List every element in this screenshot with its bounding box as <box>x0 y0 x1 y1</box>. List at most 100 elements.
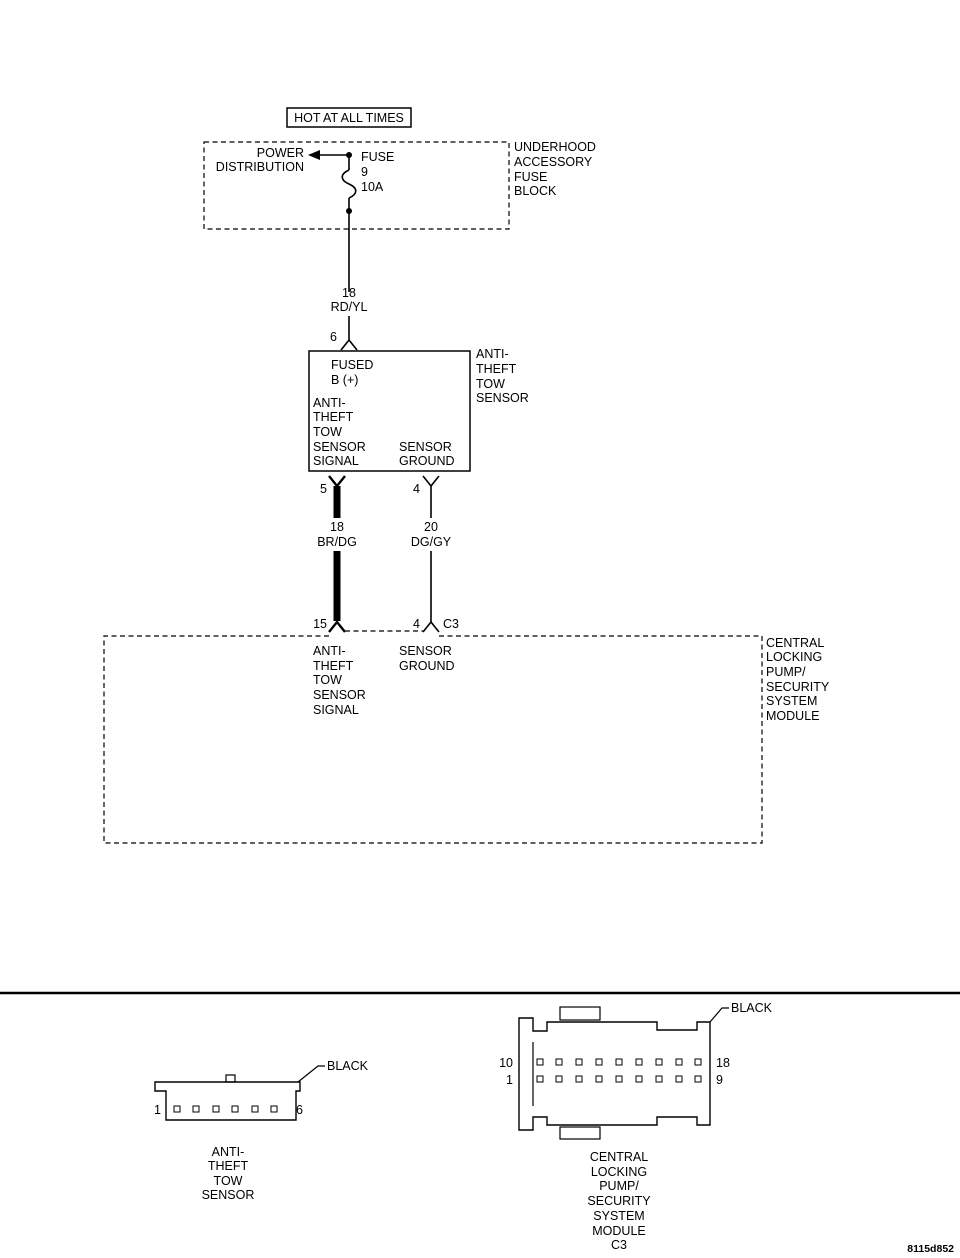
svg-text:FUSED: FUSED <box>331 358 373 372</box>
svg-text:SIGNAL: SIGNAL <box>313 703 359 717</box>
hot-at-all-times-label: HOT AT ALL TIMES <box>294 111 404 125</box>
svg-text:TOW: TOW <box>476 377 505 391</box>
tow-sensor-signal-label: ANTI- THEFT TOW SENSOR SIGNAL <box>313 396 366 468</box>
svg-text:FUSE: FUSE <box>361 150 394 164</box>
pin-5-label: 5 <box>320 482 327 496</box>
svg-text:MODULE: MODULE <box>592 1224 645 1238</box>
c3-pin-10: 10 <box>499 1056 513 1070</box>
leader-line <box>297 1065 325 1083</box>
svg-text:SYSTEM: SYSTEM <box>766 694 817 708</box>
svg-text:PUMP/: PUMP/ <box>599 1179 639 1193</box>
c3-pin-array <box>536 1058 702 1083</box>
c3-pin-9: 9 <box>716 1073 723 1087</box>
c3-pin-1: 1 <box>506 1073 513 1087</box>
connector-chevron-icon <box>328 620 346 633</box>
svg-text:SENSOR: SENSOR <box>399 440 452 454</box>
central-locking-module-outline <box>103 635 763 844</box>
svg-text:C3: C3 <box>611 1238 627 1252</box>
svg-text:CENTRAL: CENTRAL <box>766 636 824 650</box>
svg-text:DISTRIBUTION: DISTRIBUTION <box>216 160 304 174</box>
wire-rd-yl-label: 18 RD/YL <box>331 286 368 314</box>
module-ground-label: SENSOR GROUND <box>399 644 455 673</box>
svg-text:MODULE: MODULE <box>766 709 819 723</box>
svg-text:9: 9 <box>361 165 368 179</box>
tow-connector-pin-1: 1 <box>154 1103 161 1117</box>
anti-theft-tow-sensor-name: ANTI- THEFT TOW SENSOR <box>476 347 529 405</box>
svg-text:THEFT: THEFT <box>208 1159 249 1173</box>
svg-text:PUMP/: PUMP/ <box>766 665 806 679</box>
module-signal-label: ANTI- THEFT TOW SENSOR SIGNAL <box>313 644 366 717</box>
svg-text:10A: 10A <box>361 180 384 194</box>
svg-text:DG/GY: DG/GY <box>411 535 452 549</box>
svg-text:POWER: POWER <box>257 146 304 160</box>
c3-connector <box>518 1006 711 1140</box>
svg-text:SECURITY: SECURITY <box>587 1194 651 1208</box>
svg-text:SYSTEM: SYSTEM <box>593 1209 644 1223</box>
svg-text:LOCKING: LOCKING <box>766 650 822 664</box>
fuse-icon <box>341 169 357 199</box>
pin-6-label: 6 <box>330 330 337 344</box>
leader-line <box>709 1007 729 1023</box>
tow-sensor-connector <box>154 1074 301 1121</box>
svg-text:18: 18 <box>342 286 356 300</box>
anti-theft-tow-sensor-box <box>308 350 471 472</box>
connector-chevron-icon <box>328 475 346 488</box>
svg-text:CENTRAL: CENTRAL <box>590 1150 648 1164</box>
wire-dg-gy-label: 20 DG/GY <box>411 520 452 549</box>
svg-text:FUSE: FUSE <box>514 170 547 184</box>
svg-text:TOW: TOW <box>313 673 342 687</box>
tow-connector-name: ANTI- THEFT TOW SENSOR <box>202 1145 255 1202</box>
svg-text:BR/DG: BR/DG <box>317 535 357 549</box>
connector-chevron-icon <box>340 338 358 351</box>
fuse-label: FUSE 9 10A <box>361 150 394 194</box>
svg-text:BLOCK: BLOCK <box>514 184 557 198</box>
svg-text:ANTI-: ANTI- <box>476 347 509 361</box>
central-locking-module-name: CENTRAL LOCKING PUMP/ SECURITY SYSTEM MO… <box>766 636 830 723</box>
fused-b-label: FUSED B (+) <box>331 358 373 387</box>
connector-c3-label: C3 <box>443 617 459 631</box>
c3-pin-18: 18 <box>716 1056 730 1070</box>
svg-text:GROUND: GROUND <box>399 659 455 673</box>
svg-text:B (+): B (+) <box>331 373 358 387</box>
svg-text:THEFT: THEFT <box>476 362 517 376</box>
svg-text:ANTI-: ANTI- <box>313 396 346 410</box>
wire-br-dg-label: 18 BR/DG <box>317 520 357 549</box>
power-distribution-label: POWER DISTRIBUTION <box>216 146 304 174</box>
figure-id: 8115d852 <box>907 1243 954 1255</box>
connector-chevron-icon <box>422 620 440 633</box>
svg-text:20: 20 <box>424 520 438 534</box>
c3-connector-color: BLACK <box>731 1001 773 1015</box>
svg-text:SIGNAL: SIGNAL <box>313 454 359 468</box>
tow-connector-pin-6: 6 <box>296 1103 303 1117</box>
svg-text:RD/YL: RD/YL <box>331 300 368 314</box>
svg-text:THEFT: THEFT <box>313 659 354 673</box>
svg-text:SENSOR: SENSOR <box>313 440 366 454</box>
svg-text:SENSOR: SENSOR <box>476 391 529 405</box>
c3-connector-name: CENTRAL LOCKING PUMP/ SECURITY SYSTEM MO… <box>587 1150 651 1252</box>
svg-text:SENSOR: SENSOR <box>399 644 452 658</box>
pin-4-label: 4 <box>413 482 420 496</box>
svg-text:TOW: TOW <box>214 1174 243 1188</box>
pin-4-label: 4 <box>413 617 420 631</box>
svg-text:ACCESSORY: ACCESSORY <box>514 155 593 169</box>
connector-chevron-icon <box>422 475 440 488</box>
svg-text:ANTI-: ANTI- <box>212 1145 245 1159</box>
underhood-fuse-block-name: UNDERHOOD ACCESSORY FUSE BLOCK <box>514 140 596 198</box>
arrow-left-icon <box>308 150 320 160</box>
tow-connector-color: BLACK <box>327 1059 369 1073</box>
pin-15-label: 15 <box>313 617 327 631</box>
svg-text:TOW: TOW <box>313 425 342 439</box>
svg-text:SECURITY: SECURITY <box>766 680 830 694</box>
fuse-terminal-dot <box>346 208 352 214</box>
tow-sensor-ground-label: SENSOR GROUND <box>399 440 455 468</box>
hot-at-all-times-box <box>286 107 412 128</box>
svg-text:SENSOR: SENSOR <box>313 688 366 702</box>
svg-text:GROUND: GROUND <box>399 454 455 468</box>
svg-text:ANTI-: ANTI- <box>313 644 346 658</box>
svg-text:THEFT: THEFT <box>313 410 354 424</box>
svg-text:LOCKING: LOCKING <box>591 1165 647 1179</box>
svg-text:SENSOR: SENSOR <box>202 1188 255 1202</box>
svg-text:UNDERHOOD: UNDERHOOD <box>514 140 596 154</box>
underhood-fuse-block-outline <box>203 141 510 230</box>
